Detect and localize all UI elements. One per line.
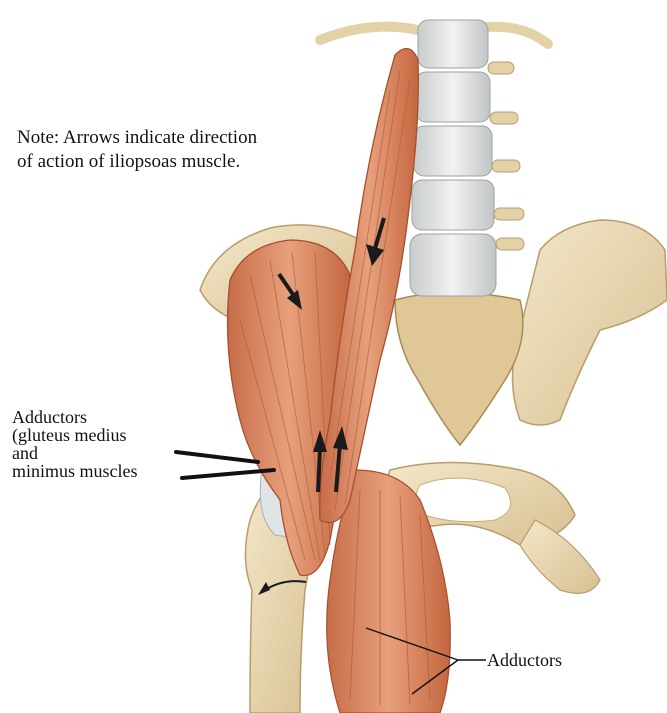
note-line-1: Note: Arrows indicate direction — [17, 126, 257, 150]
right-label: Adductors — [487, 651, 562, 669]
left-label-line-3: and — [12, 444, 138, 462]
left-label-line-2: (gluteus medius — [12, 426, 138, 444]
left-label: Adductors (gluteus medius and minimus mu… — [12, 408, 138, 480]
note-text: Note: Arrows indicate direction of actio… — [17, 126, 257, 174]
lumbar-spine — [410, 20, 524, 296]
left-label-line-4: minimus muscles — [12, 462, 138, 480]
note-line-2: of action of iliopsoas muscle. — [17, 150, 257, 174]
left-label-line-1: Adductors — [12, 408, 138, 426]
